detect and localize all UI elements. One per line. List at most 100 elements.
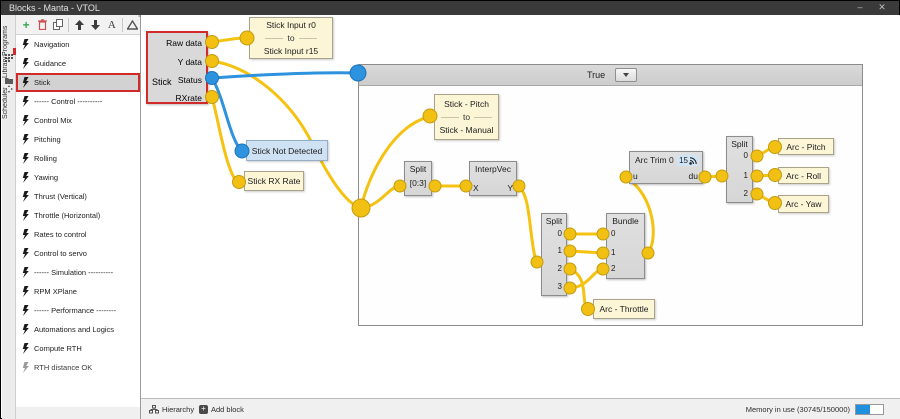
list-item-label: Stick <box>34 78 51 87</box>
list-item[interactable]: ------ Control ---------- <box>16 92 140 111</box>
node-line: Stick - Pitch <box>444 99 489 109</box>
list-item-label: Guidance <box>34 59 67 68</box>
list-item[interactable]: Navigation <box>16 35 140 54</box>
port-label-2: 2 <box>611 264 616 273</box>
list-item-label: Compute RTH <box>34 344 82 353</box>
port-label-1: 1 <box>611 248 616 257</box>
port-label-0: 0 <box>743 151 748 160</box>
window-title: Blocks - Manta - VTOL <box>9 3 100 13</box>
list-item[interactable]: Rates to control <box>16 225 140 244</box>
list-item[interactable]: Automations and Logics <box>16 320 140 339</box>
port-label-status: Status <box>177 75 202 85</box>
port-label-rawdata: Raw data <box>166 38 202 48</box>
node-arc-pitch[interactable]: Arc - Pitch <box>778 138 834 155</box>
port-label-2: 2 <box>557 264 562 273</box>
bolt-icon <box>22 172 29 183</box>
bolt-icon <box>22 343 29 354</box>
port-label-rxrate: RXrate <box>175 93 202 103</box>
list-item[interactable]: Yawing <box>16 168 140 187</box>
move-down-button[interactable] <box>89 17 103 33</box>
list-item-label: ------ Simulation ---------- <box>34 268 114 277</box>
list-item[interactable]: Rolling <box>16 149 140 168</box>
port-label-2: 2 <box>743 189 748 198</box>
list-item[interactable]: Pitching <box>16 130 140 149</box>
wire-rawdata-stickinput[interactable] <box>211 36 245 44</box>
list-item[interactable]: Control to servo <box>16 244 140 263</box>
trim-badge[interactable]: 15 <box>677 155 699 166</box>
node-line: to <box>287 33 295 43</box>
bolt-icon <box>22 96 29 107</box>
bolt-icon <box>22 191 29 202</box>
bolt-icon <box>22 77 29 88</box>
list-item-label: Control Mix <box>34 116 72 125</box>
toolbar-separator <box>121 17 123 32</box>
signal-icon <box>689 156 697 165</box>
node-arc-yaw[interactable]: Arc - Yaw <box>778 195 829 213</box>
list-item[interactable]: ------ Performance -------- <box>16 301 140 320</box>
node-stick-rx-rate[interactable]: Stick RX Rate <box>244 171 304 191</box>
list-item-selected[interactable]: Stick <box>16 73 140 92</box>
list-item[interactable]: Throttle (Horizontal) <box>16 206 140 225</box>
condition-dropdown[interactable] <box>615 68 637 82</box>
font-button[interactable]: A <box>107 18 116 31</box>
folder-icon <box>5 78 13 84</box>
node-stick-pitch-range[interactable]: Stick - Pitch to Stick - Manual <box>434 94 499 140</box>
tab-scheduler[interactable]: Scheduler <box>2 87 9 119</box>
node-stick[interactable]: Stick Raw data Y data Status RXrate <box>146 31 208 104</box>
wire-status-notdetected[interactable] <box>210 77 242 150</box>
list-item-label: Rates to control <box>34 230 87 239</box>
block-canvas[interactable]: True <box>141 15 900 398</box>
hierarchy-button[interactable]: Hierarchy <box>149 399 194 419</box>
node-title: Arc Trim 0 <box>635 155 674 165</box>
wire-status-container[interactable] <box>211 71 356 80</box>
port-label-du: du <box>688 171 698 181</box>
list-item[interactable]: Thrust (Vertical) <box>16 187 140 206</box>
node-split4[interactable]: Split 0 1 2 3 <box>541 213 567 296</box>
list-item-label: Pitching <box>34 135 61 144</box>
port-label-y: Y <box>507 183 513 193</box>
node-label: Stick RX Rate <box>247 176 301 186</box>
node-arc-roll[interactable]: Arc - Roll <box>778 167 829 184</box>
move-up-button[interactable] <box>72 17 86 33</box>
add-block-button[interactable]: + Add block <box>199 399 244 419</box>
list-item[interactable]: RTH distance OK <box>16 358 140 377</box>
port-label-0: 0 <box>557 229 562 238</box>
wire-rxrate-stickrxrate[interactable] <box>210 96 238 182</box>
node-label: Stick Not Detected <box>251 145 323 156</box>
warning-button[interactable]: ° <box>126 15 141 33</box>
delete-button[interactable] <box>35 17 49 33</box>
port-label-3: 3 <box>557 282 562 291</box>
bolt-icon <box>22 248 29 259</box>
copy-button[interactable] <box>51 17 65 33</box>
node-arc-trim[interactable]: Arc Trim 0 15 u du <box>629 151 703 184</box>
list-item-label: Navigation <box>34 40 70 49</box>
list-item-label: Automations and Logics <box>34 325 115 334</box>
node-stick-input-range[interactable]: Stick Input r0 to Stick Input r15 <box>249 17 333 59</box>
minimize-button[interactable]: – <box>857 2 863 12</box>
copy-icon <box>53 19 64 30</box>
list-item[interactable]: Control Mix <box>16 111 140 130</box>
node-bundle[interactable]: Bundle 0 1 2 <box>606 213 645 279</box>
condition-value: True <box>587 70 606 80</box>
node-title: Split <box>545 216 563 226</box>
add-button[interactable]: + <box>22 17 30 32</box>
node-split-range[interactable]: Split [0:3] <box>404 161 432 196</box>
node-split3[interactable]: Split 0 1 2 <box>726 136 753 203</box>
list-item[interactable]: ------ Simulation ---------- <box>16 263 140 282</box>
node-stick-not-detected[interactable]: Stick Not Detected <box>246 140 328 161</box>
node-interpvec[interactable]: InterpVec X Y <box>469 161 517 196</box>
tab-library[interactable]: Library <box>2 56 9 78</box>
node-title: InterpVec <box>475 164 511 174</box>
list-item[interactable]: RPM XPlane <box>16 282 140 301</box>
memory-progress-bar <box>855 404 884 415</box>
list-item-label: Throttle (Horizontal) <box>34 211 101 220</box>
arrow-down-icon <box>91 19 101 30</box>
node-label: Arc - Roll <box>786 170 821 181</box>
list-item[interactable]: Guidance <box>16 54 140 73</box>
list-item[interactable]: Compute RTH <box>16 339 140 358</box>
close-button[interactable]: ✕ <box>878 2 886 12</box>
node-arc-throttle[interactable]: Arc - Throttle <box>593 299 655 319</box>
chevron-down-icon <box>623 73 629 77</box>
node-line: Stick - Manual <box>439 125 494 135</box>
